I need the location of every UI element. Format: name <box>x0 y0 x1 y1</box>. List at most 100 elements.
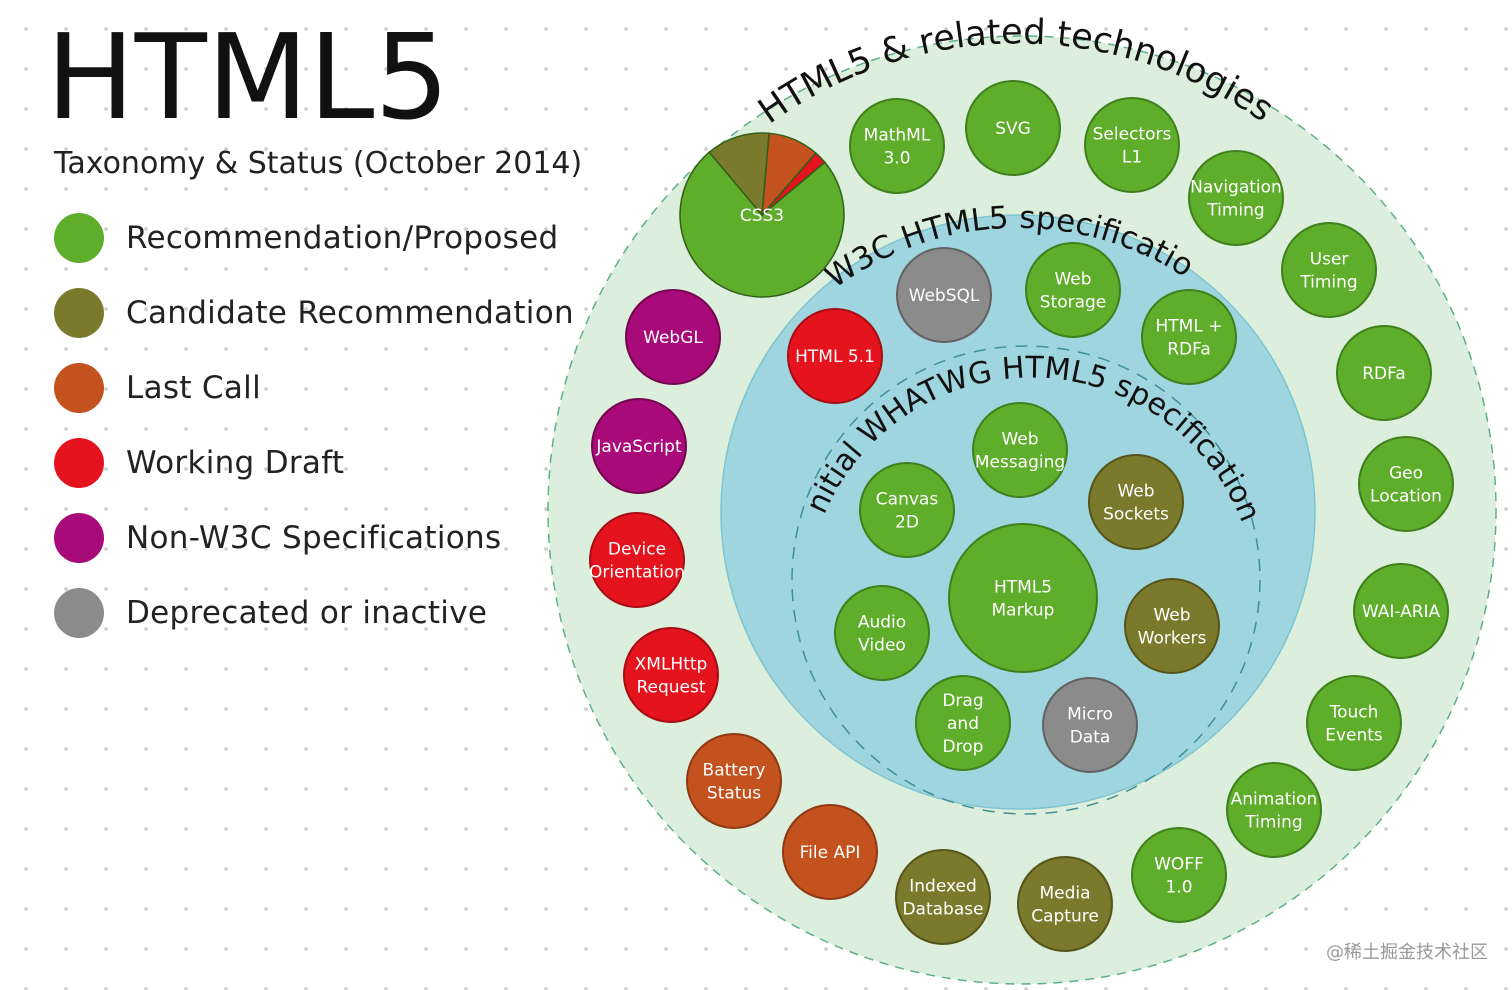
tech-circle <box>1336 325 1432 421</box>
tech-label: JavaScript <box>595 437 682 457</box>
legend-label: Working Draft <box>126 445 345 481</box>
tech-label: Timing <box>1299 273 1357 293</box>
tech-circle <box>589 512 685 608</box>
watermark: @稀土掘金技术社区 <box>1326 942 1488 963</box>
tech-label: Storage <box>1040 293 1107 313</box>
tech-circle <box>1226 762 1322 858</box>
tech-circle <box>972 402 1068 498</box>
tech-label: Messaging <box>975 453 1065 473</box>
tech-label: Request <box>636 678 705 698</box>
whatwg-specification-ring <box>791 345 1261 815</box>
tech-label: Markup <box>992 601 1055 621</box>
tech-label: Web <box>1117 482 1154 502</box>
tech-circle <box>787 308 883 404</box>
tech-circle <box>834 585 930 681</box>
tech-label: Device <box>608 540 666 560</box>
tech-circle <box>965 80 1061 176</box>
legend-label: Deprecated or inactive <box>126 595 488 631</box>
tech-circle <box>1353 563 1449 659</box>
tech-label: Web <box>1001 430 1038 450</box>
tech-circle <box>896 247 992 343</box>
tech-label: and <box>947 714 979 734</box>
css3-slice-candidate <box>708 132 770 217</box>
tech-label: Data <box>1070 728 1111 748</box>
legend-swatch-working-draft <box>54 438 104 488</box>
tech-circle <box>1042 677 1138 773</box>
legend-item-deprecated: Deprecated or inactive <box>54 587 487 639</box>
tech-bubble-file-api: File API <box>782 804 878 900</box>
tech-circle <box>1188 150 1284 246</box>
page-title: HTML5 <box>46 8 450 146</box>
tech-label: Web <box>1153 606 1190 626</box>
tech-label: XMLHttp <box>635 655 708 675</box>
tech-circle <box>1306 675 1402 771</box>
css3-pie <box>679 132 845 298</box>
legend-item-last-call: Last Call <box>54 362 261 414</box>
tech-label: WAI-ARIA <box>1362 602 1441 622</box>
legend-label: Non-W3C Specifications <box>126 520 502 556</box>
tech-circle <box>895 849 991 945</box>
tech-label: Drop <box>943 737 984 757</box>
tech-label: Location <box>1370 487 1442 507</box>
tech-circle <box>1025 242 1121 338</box>
tech-bubble-svg: SVG <box>965 80 1061 176</box>
tech-circle <box>1088 454 1184 550</box>
tech-label: Canvas <box>876 490 939 510</box>
tech-bubble-rdfa: RDFa <box>1336 325 1432 421</box>
tech-bubble-websql: WebSQL <box>896 247 992 343</box>
tech-label: Touch <box>1329 703 1379 723</box>
tech-label: Battery <box>703 761 766 781</box>
tech-label: Timing <box>1206 201 1264 221</box>
tech-label: HTML + <box>1156 317 1223 337</box>
tech-label: Navigation <box>1190 178 1282 198</box>
tech-label: 3.0 <box>883 149 910 169</box>
tech-label: MathML <box>864 126 931 146</box>
tech-label: 1.0 <box>1165 878 1192 898</box>
tech-label: Sockets <box>1103 505 1169 525</box>
tech-label: RDFa <box>1362 364 1406 384</box>
tech-label: HTML5 <box>994 578 1052 598</box>
tech-circle <box>591 398 687 494</box>
css3-slice-working-draft <box>761 152 826 216</box>
legend-swatch-candidate <box>54 288 104 338</box>
legend-label: Candidate Recommendation <box>126 295 574 331</box>
tech-bubble-html51: HTML 5.1 <box>787 308 883 404</box>
tech-circle <box>1124 578 1220 674</box>
tech-label: File API <box>800 843 861 863</box>
w3c-specification-ring <box>720 214 1316 810</box>
tech-circle <box>849 98 945 194</box>
tech-label: User <box>1310 250 1349 270</box>
tech-circle <box>1141 289 1237 385</box>
tech-label: Video <box>858 636 906 656</box>
tech-label: Status <box>707 784 761 804</box>
legend-item-candidate: Candidate Recommendation <box>54 287 574 339</box>
tech-label: L1 <box>1122 148 1142 168</box>
tech-circle <box>859 462 955 558</box>
tech-label: Micro <box>1067 705 1113 725</box>
tech-label: Web <box>1054 270 1091 290</box>
tech-label: Events <box>1325 726 1383 746</box>
legend-label: Recommendation/Proposed <box>126 220 559 256</box>
tech-circle <box>686 733 782 829</box>
tech-bubble-webgl: WebGL <box>625 289 721 385</box>
tech-label: Capture <box>1031 907 1099 927</box>
tech-label: Orientation <box>589 563 685 583</box>
tech-circle <box>625 289 721 385</box>
tech-label: Drag <box>942 691 983 711</box>
css3-slice-recommendation <box>679 151 845 298</box>
tech-label: RDFa <box>1167 340 1211 360</box>
tech-bubble-javascript: JavaScript <box>591 398 687 494</box>
tech-label: WebGL <box>643 328 703 348</box>
